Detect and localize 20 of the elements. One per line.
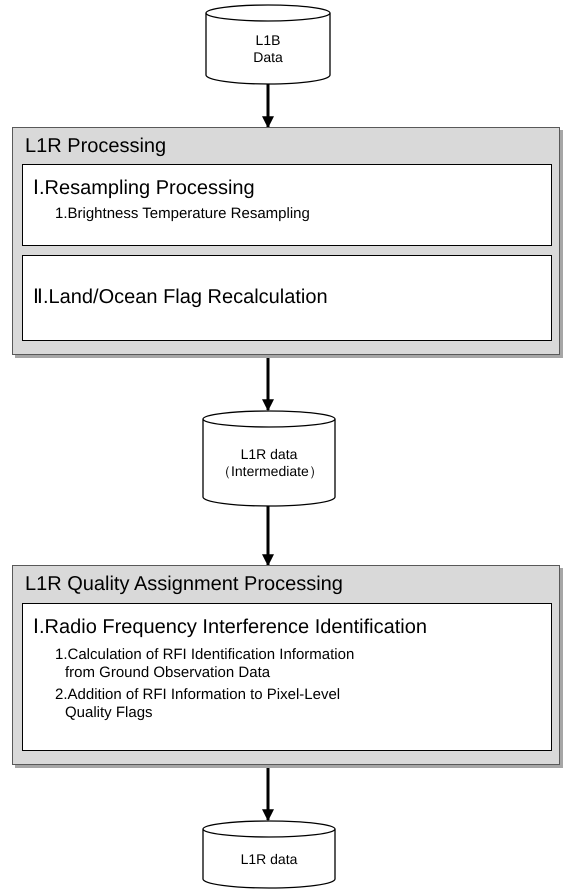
process-box xyxy=(22,164,552,246)
arrow xyxy=(262,355,274,412)
step-text: 2.Addition of RFI Information to Pixel-Level Quality Flags xyxy=(55,686,342,722)
cylinder-label: L1R data （Intermediate） xyxy=(217,446,321,480)
cylinder-label: L1B Data xyxy=(252,32,284,66)
step-text: 1.Brightness Temperature Resampling xyxy=(55,205,310,223)
arrow xyxy=(262,506,274,566)
step-text: 1.Calculation of RFI Identification Information from Ground Observation Data xyxy=(55,646,356,682)
process-group-box xyxy=(12,127,560,355)
box-heading: Ⅰ.Resampling Processing xyxy=(33,176,255,200)
box-heading: Ⅱ.Land/Ocean Flag Recalculation xyxy=(33,285,328,309)
process-box xyxy=(22,255,552,341)
arrow xyxy=(262,765,274,822)
arrow xyxy=(262,84,274,128)
box-heading: Ⅰ.Radio Frequency Interference Identification xyxy=(33,615,427,639)
box-heading: L1R Quality Assignment Processing xyxy=(25,573,343,596)
box-heading: L1R Processing xyxy=(25,135,166,158)
process-box xyxy=(22,603,552,751)
process-group-box xyxy=(12,565,560,765)
cylinder-label: L1R data xyxy=(240,850,298,868)
